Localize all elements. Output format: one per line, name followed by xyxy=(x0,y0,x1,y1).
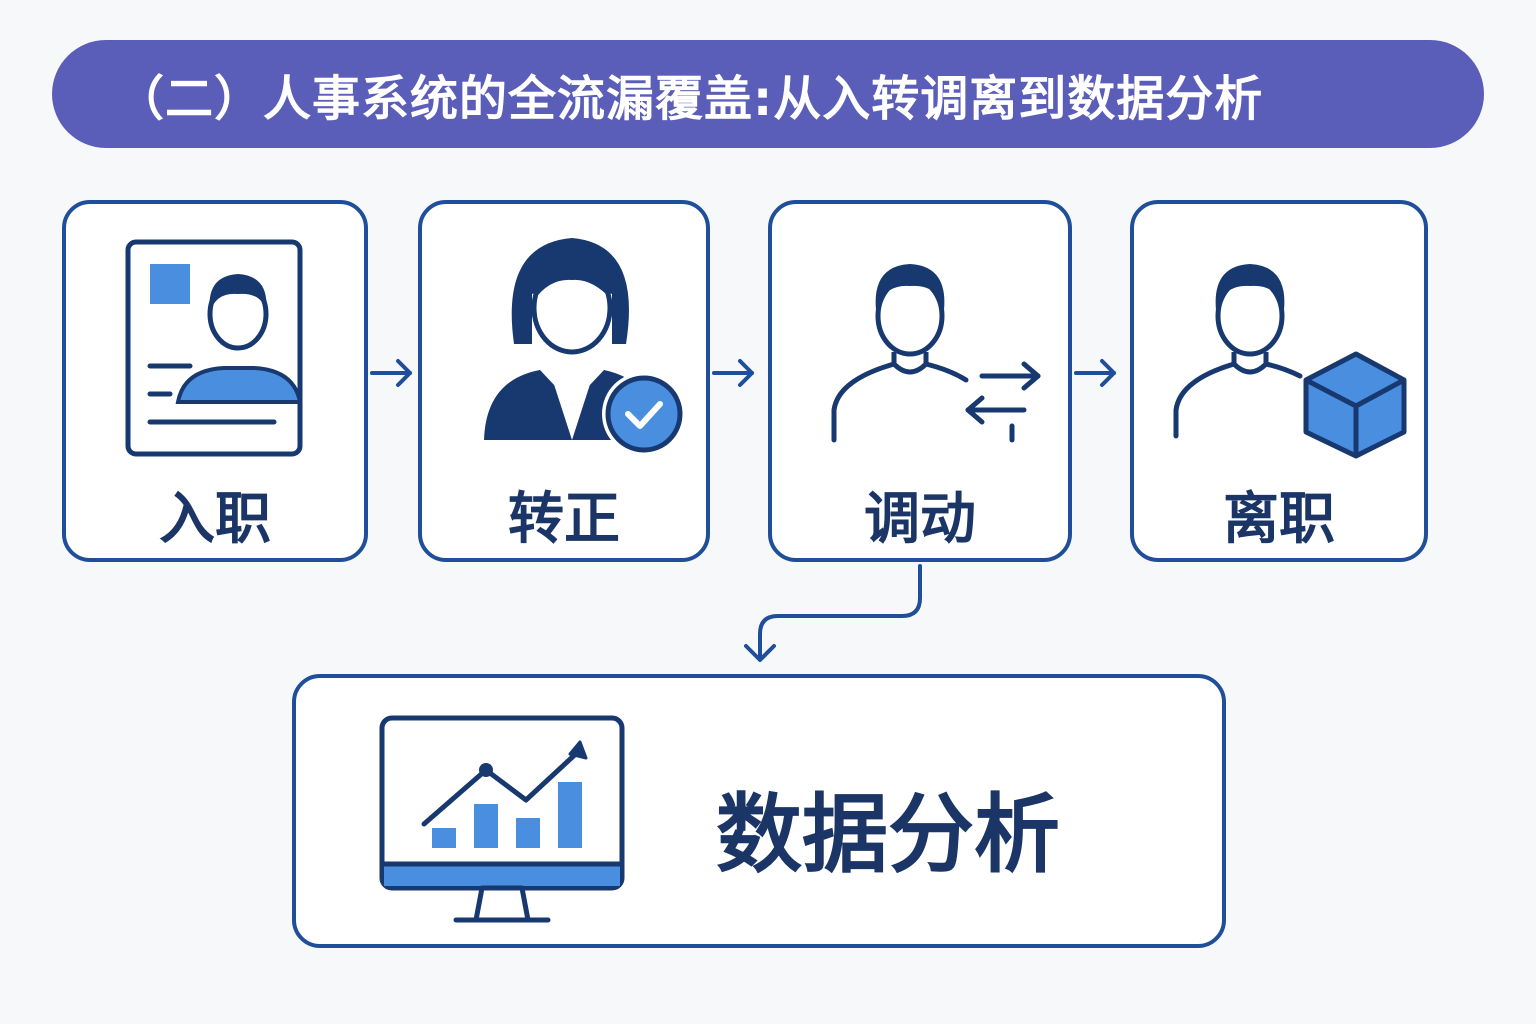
step-label: 调动 xyxy=(864,487,976,552)
person-box-icon xyxy=(1173,264,1407,459)
step-card-transfer: 调动 xyxy=(768,200,1072,562)
connector-arrow-icon xyxy=(744,564,922,662)
step-label: 转正 xyxy=(508,487,620,552)
woman-check-icon xyxy=(484,238,686,456)
monitor-chart-icon xyxy=(379,715,625,923)
step-card-resignation: 离职 xyxy=(1130,200,1428,562)
step-label: 离职 xyxy=(1223,487,1335,552)
analysis-card: 数据分析 xyxy=(292,674,1226,948)
step-label: 入职 xyxy=(159,487,271,552)
id-card-person-icon xyxy=(125,239,303,457)
step-card-regularization: 转正 xyxy=(418,200,710,562)
arrow-right-icon xyxy=(712,359,754,387)
analysis-label: 数据分析 xyxy=(716,785,1060,885)
title-banner: （二）人事系统的全流漏覆盖:从入转调离到数据分析 xyxy=(52,40,1484,148)
step-card-onboarding: 入职 xyxy=(62,200,368,562)
person-transfer-icon xyxy=(831,264,1041,443)
arrow-right-icon xyxy=(1074,359,1116,387)
page-title: （二）人事系统的全流漏覆盖:从入转调离到数据分析 xyxy=(116,71,1264,127)
arrow-right-icon xyxy=(370,359,412,387)
